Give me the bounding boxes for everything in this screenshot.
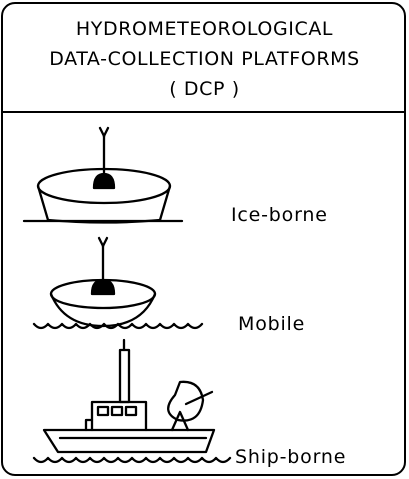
title-line-1: HYDROMETEOROLOGICAL — [75, 18, 334, 40]
title-line-3: ( DCP ) — [169, 78, 240, 100]
title-line-2: DATA-COLLECTION PLATFORMS — [49, 48, 360, 70]
diagram-frame — [1, 2, 406, 476]
floating-buoy-icon — [32, 236, 204, 330]
ship-antenna-icon — [32, 338, 232, 464]
platform-label-ice-borne: Ice-borne — [231, 204, 328, 226]
header-divider — [1, 111, 406, 113]
platform-label-mobile: Mobile — [238, 313, 306, 335]
ice-buoy-icon — [22, 126, 184, 224]
platform-label-ship-borne: Ship-borne — [235, 446, 347, 468]
